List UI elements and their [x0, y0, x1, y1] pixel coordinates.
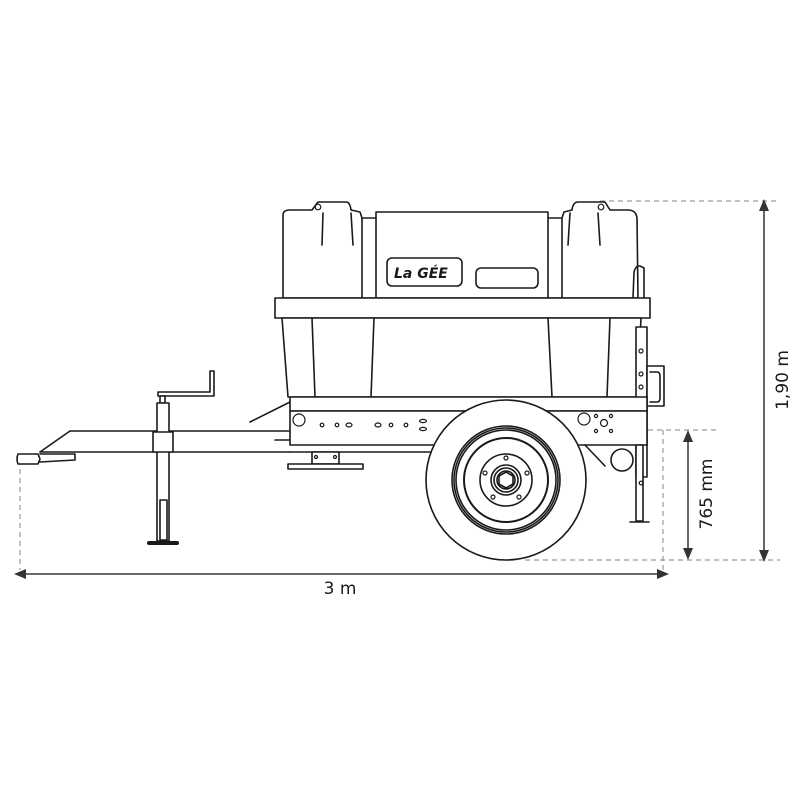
guide-lines	[19, 200, 780, 570]
brand-logo-plate	[386, 257, 463, 287]
wheel	[425, 399, 587, 561]
brand-logo: La GÉE	[394, 265, 448, 282]
dimension-length: 3 m	[14, 569, 669, 599]
stand-foot	[147, 541, 179, 545]
chassis-height-label: 765 mm	[697, 459, 717, 530]
length-label: 3 m	[324, 579, 357, 599]
level-window	[475, 267, 539, 289]
dimension-height: 1,90 m	[759, 199, 793, 562]
drawbar	[16, 401, 291, 465]
tank: La GÉE	[274, 201, 651, 398]
dimension-chassis-height: 765 mm	[683, 430, 717, 560]
jockey-stand	[147, 370, 215, 545]
height-label: 1,90 m	[773, 350, 793, 410]
